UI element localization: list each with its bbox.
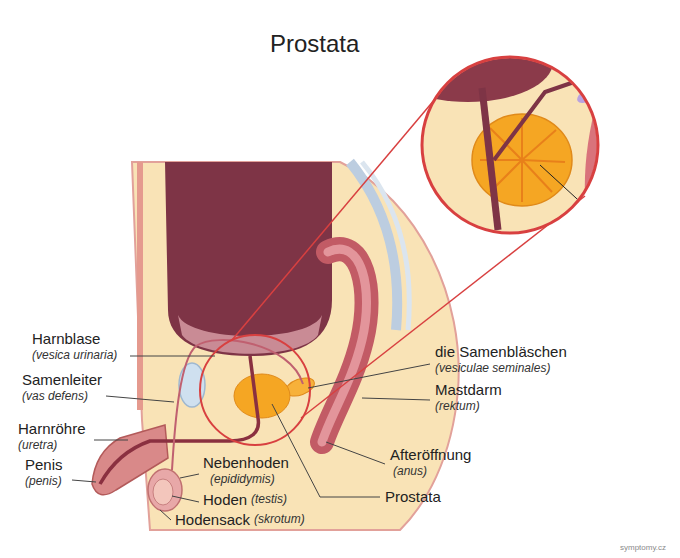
vas-deferens	[172, 340, 303, 470]
zoom-circle	[200, 335, 310, 445]
part-name: Harnröhre	[18, 420, 86, 437]
diagram-title: Prostata	[270, 30, 359, 58]
testis	[153, 479, 173, 505]
leader-lines	[72, 356, 430, 520]
latin-name: (vesiculae seminales)	[435, 362, 550, 376]
abdominal-wall	[137, 162, 143, 410]
part-name: Samenleiter	[22, 371, 102, 388]
part-name: Nebenhoden	[203, 454, 289, 471]
latin-name: (vas defens)	[22, 390, 88, 404]
latin-name: (vesica urinaria)	[32, 349, 117, 363]
zoom-line	[232, 86, 446, 340]
latin-name: (epididymis)	[210, 473, 275, 487]
latin-name: (anus)	[393, 465, 427, 479]
zoom-frame	[422, 57, 598, 233]
part-name: Prostata	[385, 488, 441, 505]
bladder	[165, 162, 332, 356]
part-name: Hodensack	[175, 511, 250, 528]
rectum	[322, 249, 367, 442]
part-name: Afteröffnung	[390, 446, 471, 463]
scrotum	[148, 469, 182, 511]
zoom-detail	[383, 22, 620, 240]
prostate	[234, 374, 290, 418]
latin-name: (testis)	[251, 493, 287, 507]
latin-name: (uretra)	[18, 439, 57, 453]
latin-name: (rektum)	[435, 400, 480, 414]
rectum	[322, 249, 367, 442]
zoom-line	[301, 196, 585, 418]
latin-name: (penis)	[25, 475, 62, 489]
part-name: Hoden	[203, 491, 247, 508]
body-outline	[132, 162, 459, 530]
latin-name: (skrotum)	[254, 513, 305, 527]
part-name: Mastdarm	[435, 381, 502, 398]
part-name: Harnblase	[32, 330, 100, 347]
part-name: die Samenbläschen	[435, 343, 567, 360]
watermark: symptomy.cz	[620, 543, 666, 552]
part-name: Penis	[25, 456, 63, 473]
